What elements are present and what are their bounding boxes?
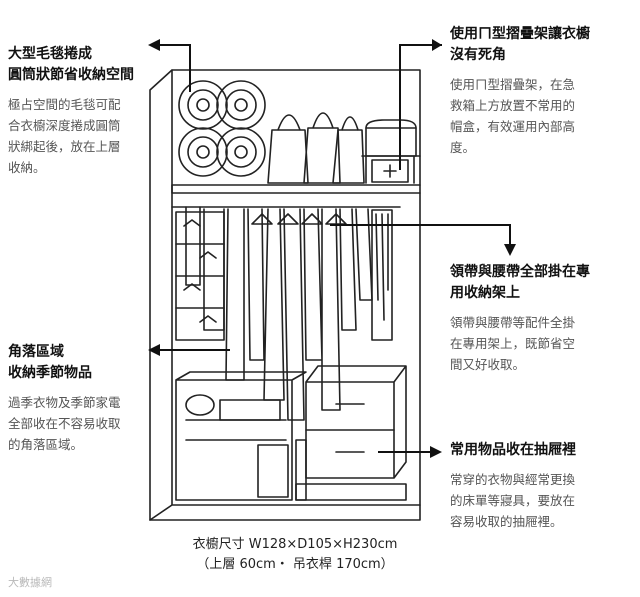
rolled-blankets xyxy=(178,80,266,177)
tie-belt-rack xyxy=(371,209,393,341)
wardrobe-dimensions-caption: 衣櫥尺寸 W128×D105×H230cm （上層 60cm・ 吊衣桿 170c… xyxy=(130,535,460,575)
annotation-mid-right-body: 領帶與腰帶等配件全掛 在專用架上，既節省空 間又好收取。 xyxy=(450,315,576,372)
wardrobe-frame xyxy=(149,69,421,521)
annotation-mid-left-title: 角落區域 收納季節物品 xyxy=(8,344,92,381)
annotation-bottom-right: 常用物品收在抽屜裡 常穿的衣物與經常更換 的床單等寢具，要放在 容易收取的抽屜裡… xyxy=(450,440,640,532)
caption-line-2: （上層 60cm・ 吊衣桿 170cm） xyxy=(196,557,394,572)
corner-storage xyxy=(175,371,307,501)
hanging-organizer xyxy=(175,211,225,341)
arrow-head-left-mid xyxy=(148,344,160,356)
arrow-head-right xyxy=(430,446,442,458)
floor-items xyxy=(295,439,407,501)
annotation-mid-left-body: 過季衣物及季節家電 全部收在不容易收取 的角落區域。 xyxy=(8,395,121,452)
annotation-top-right-body: 使用ㄇ型摺疊架，在急 救箱上方放置不常用的 帽盒，有效運用內部高 度。 xyxy=(450,77,576,155)
annotation-mid-left: 角落區域 收納季節物品 過季衣物及季節家電 全部收在不容易收取 的角落區域。 xyxy=(8,342,158,455)
arrow-head-up-right xyxy=(432,39,442,51)
caption-line-1: 衣櫥尺寸 W128×D105×H230cm xyxy=(192,537,398,552)
watermark: 大數據網 xyxy=(8,576,52,589)
annotation-bottom-right-body: 常穿的衣物與經常更換 的床單等寢具，要放在 容易收取的抽屜裡。 xyxy=(450,472,576,529)
drawer-unit xyxy=(305,365,407,479)
annotation-top-left-body: 極占空間的毛毯可配 合衣櫥深度捲成圓筒 狀綁起後，放在上層 收納。 xyxy=(8,97,121,175)
first-aid-box xyxy=(371,159,409,183)
folding-rack xyxy=(361,155,421,184)
handbags xyxy=(267,112,365,184)
annotation-top-right-title: 使用ㄇ型摺疊架讓衣櫥 沒有死角 xyxy=(450,26,590,63)
leader-top-left xyxy=(150,44,191,92)
upper-shelf xyxy=(171,184,421,194)
annotation-top-left-title: 大型毛毯捲成 圓筒狀節省收納空間 xyxy=(8,46,134,83)
hat-box xyxy=(365,119,417,157)
annotation-mid-right: 領帶與腰帶全部掛在專 用收納架上 領帶與腰帶等配件全掛 在專用架上，既節省空 間… xyxy=(450,262,640,375)
hanging-clothes xyxy=(185,206,373,421)
arrow-head-left xyxy=(148,39,160,51)
annotation-top-right: 使用ㄇ型摺疊架讓衣櫥 沒有死角 使用ㄇ型摺疊架，在急 救箱上方放置不常用的 帽盒… xyxy=(450,24,640,158)
annotation-mid-right-title: 領帶與腰帶全部掛在專 用收納架上 xyxy=(450,264,590,301)
annotation-bottom-right-title: 常用物品收在抽屜裡 xyxy=(450,442,576,458)
leader-top-right xyxy=(399,44,442,170)
annotation-top-left: 大型毛毯捲成 圓筒狀節省收納空間 極占空間的毛毯可配 合衣櫥深度捲成圓筒 狀綁起… xyxy=(8,44,158,178)
arrow-head-down xyxy=(504,244,516,256)
